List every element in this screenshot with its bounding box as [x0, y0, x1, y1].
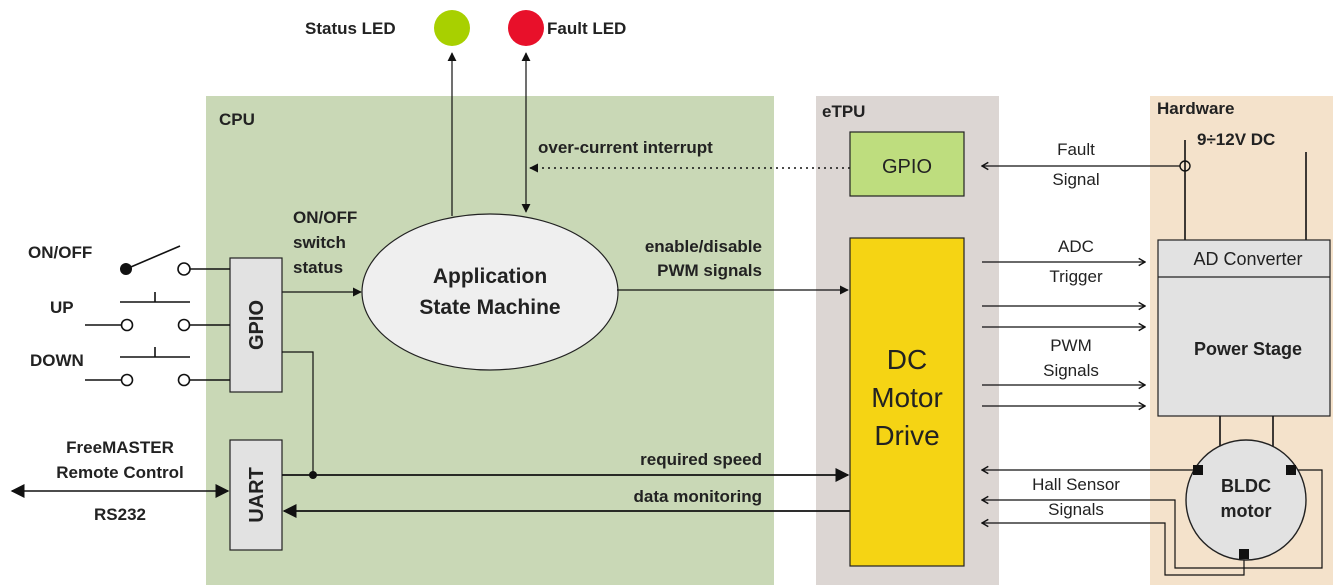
required-speed-label: required speed [640, 450, 762, 469]
enable-pwm-label-2: PWM signals [657, 261, 762, 280]
hall-sensor-a [1193, 465, 1203, 475]
up-switch[interactable] [85, 292, 230, 332]
uart-block [229, 439, 283, 551]
adc-trigger-label-1: ADC [1058, 237, 1094, 256]
hall-sensor-b [1286, 465, 1296, 475]
down-switch[interactable] [85, 347, 230, 387]
hall-sensor-c [1239, 549, 1249, 559]
fault-led [508, 10, 544, 46]
on-off-switch-label: ON/OFF [28, 243, 92, 262]
motor-drive-label-3: Drive [874, 420, 939, 451]
motor-label-2: motor [1221, 501, 1272, 521]
etpu-region-title: eTPU [822, 102, 865, 121]
motor-label-1: BLDC [1221, 476, 1271, 496]
supply-label: 9÷12V DC [1197, 130, 1275, 149]
dc-motor-drive-block [849, 237, 965, 567]
etpu-gpio-block [849, 131, 965, 197]
cpu-gpio-label: GPIO [246, 300, 268, 350]
freemaster-label-1: FreeMASTER [66, 438, 174, 457]
fault-signal-label-1: Fault [1057, 140, 1095, 159]
application-state-machine [361, 213, 619, 371]
on-off-switch[interactable] [120, 245, 230, 276]
switch-status-label-3: status [293, 258, 343, 277]
ad-converter-label: AD Converter [1193, 249, 1302, 269]
power-stage-block [1157, 239, 1331, 417]
status-led-label: Status LED [305, 19, 396, 38]
status-led [434, 10, 470, 46]
gpio-uart-connector [282, 351, 314, 475]
adc-trigger-label-2: Trigger [1049, 267, 1103, 286]
hardware-region-title: Hardware [1157, 99, 1234, 118]
switch-status-label-2: switch [293, 233, 346, 252]
pwm-signals-label-1: PWM [1050, 336, 1092, 355]
power-stage-label: Power Stage [1194, 339, 1302, 359]
fault-signal-label-2: Signal [1052, 170, 1099, 189]
switch-status-label-1: ON/OFF [293, 208, 357, 227]
bldc-motor [1185, 439, 1307, 561]
cpu-gpio-block [229, 257, 283, 393]
supply-node [1179, 160, 1191, 172]
rs232-label: RS232 [94, 505, 146, 524]
state-machine-label-1: Application [433, 265, 547, 288]
cpu-region-title: CPU [219, 110, 255, 129]
motor-drive-label-2: Motor [871, 382, 943, 413]
data-monitoring-label: data monitoring [634, 487, 762, 506]
freemaster-label-2: Remote Control [56, 463, 184, 482]
motor-drive-label-1: DC [887, 344, 927, 375]
hall-sensor-label-1: Hall Sensor [1032, 475, 1120, 494]
over-current-interrupt-label: over-current interrupt [538, 138, 713, 157]
hall-sensor-label-2: Signals [1048, 500, 1104, 519]
hall-signal-arrow-3 [982, 523, 1245, 576]
state-machine-label-2: State Machine [419, 296, 560, 319]
enable-pwm-label-1: enable/disable [645, 237, 762, 256]
down-switch-label: DOWN [30, 351, 84, 370]
etpu-gpio-label: GPIO [882, 156, 932, 178]
pwm-signals-label-2: Signals [1043, 361, 1099, 380]
fault-led-label: Fault LED [547, 19, 626, 38]
up-switch-label: UP [50, 298, 74, 317]
hall-signal-arrow-2 [982, 469, 1323, 569]
uart-label: UART [246, 467, 268, 523]
